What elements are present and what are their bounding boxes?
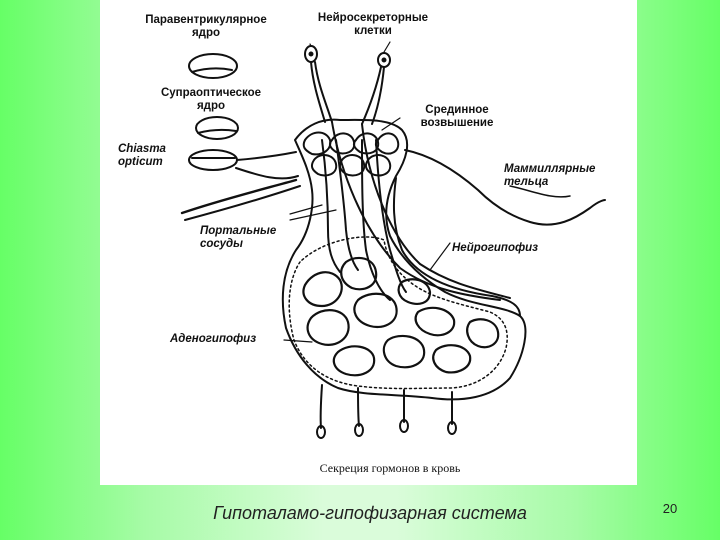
label-portal-vessels: Портальные сосуды [200,225,277,250]
hypothalamic-pituitary-diagram [180,41,606,439]
supraoptic-nucleus-shape [195,116,239,140]
label-adenohypophysis: Аденогипофиз [170,333,257,345]
label-paraventricular: Паравентрикулярное ядро [145,14,267,39]
adenohypophysis-region [288,236,508,390]
paraventricular-nucleus-shape [188,53,238,79]
page-number: 20 [662,501,678,516]
label-neurohypophysis: Нейрогипофиз [452,242,539,254]
neurohypophysis-boundary [392,177,521,317]
optic-tract [236,151,297,161]
portal-vessel-2 [335,139,359,271]
label-neurosecretory: Нейросекреторные клетки [317,12,429,37]
label-supraoptic: Супраоптическое ядро [160,87,262,112]
outflow-vessel-1 [319,384,323,429]
mammillary-line [404,149,606,226]
portal-vessel-1 [321,139,341,273]
label-median-eminence: Срединное возвышение [420,104,494,129]
stalk-contour [281,118,527,401]
capillary-loops [302,256,500,377]
slide-caption: Гипоталамо-гипофизарная система [213,503,527,523]
label-chiasma: Chiasma opticum [118,143,166,168]
median-eminence-plexus [302,131,400,177]
label-mammillary: Маммиллярные тельца [504,163,596,188]
diagram-figure: Паравентрикулярное ядро Нейросекреторные… [100,0,637,485]
outflow-vessel-2 [357,387,360,427]
portal-vessel-4 [375,139,407,293]
paraventricular-nucleus-line [191,67,233,73]
label-secretion: Секреция гормонов в кровь [319,461,461,475]
